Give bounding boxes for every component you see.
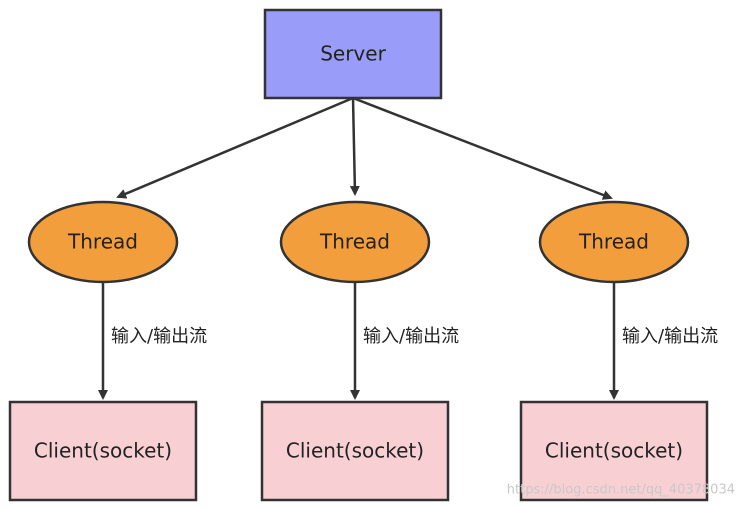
thread-node-3: Thread [538, 200, 690, 284]
edge-server-thread-2 [349, 97, 360, 196]
thread-node-1: Thread [27, 200, 179, 284]
client-box-3 [519, 400, 709, 502]
edge-server-thread-3 [352, 96, 613, 200]
thread-ellipse-1 [27, 200, 179, 284]
client-node-3: Client(socket) [519, 400, 709, 502]
thread-label-2: Thread [319, 230, 390, 254]
thread-ellipse-3 [538, 200, 690, 284]
edge-label-1: 输入/输出流 [111, 326, 207, 347]
edge-label-3: 输入/输出流 [622, 326, 718, 347]
client-label-3: Client(socket) [545, 439, 683, 463]
server-label: Server [320, 42, 386, 66]
edge-server-thread-1 [116, 96, 354, 199]
thread-label-3: Thread [578, 230, 649, 254]
thread-node-2: Thread [279, 200, 431, 284]
client-label-2: Client(socket) [286, 439, 424, 463]
client-box-1 [8, 400, 198, 502]
client-node-1: Client(socket) [8, 400, 198, 502]
thread-label-1: Thread [67, 230, 138, 254]
thread-ellipse-2 [279, 200, 431, 284]
watermark-text: https://blog.csdn.net/qq_40378034 [507, 483, 735, 498]
edge-label-2: 输入/输出流 [363, 326, 459, 347]
client-node-2: Client(socket) [260, 400, 450, 502]
client-box-2 [260, 400, 450, 502]
server-node: Server [263, 8, 443, 100]
client-label-1: Client(socket) [34, 439, 172, 463]
server-box [263, 8, 443, 100]
